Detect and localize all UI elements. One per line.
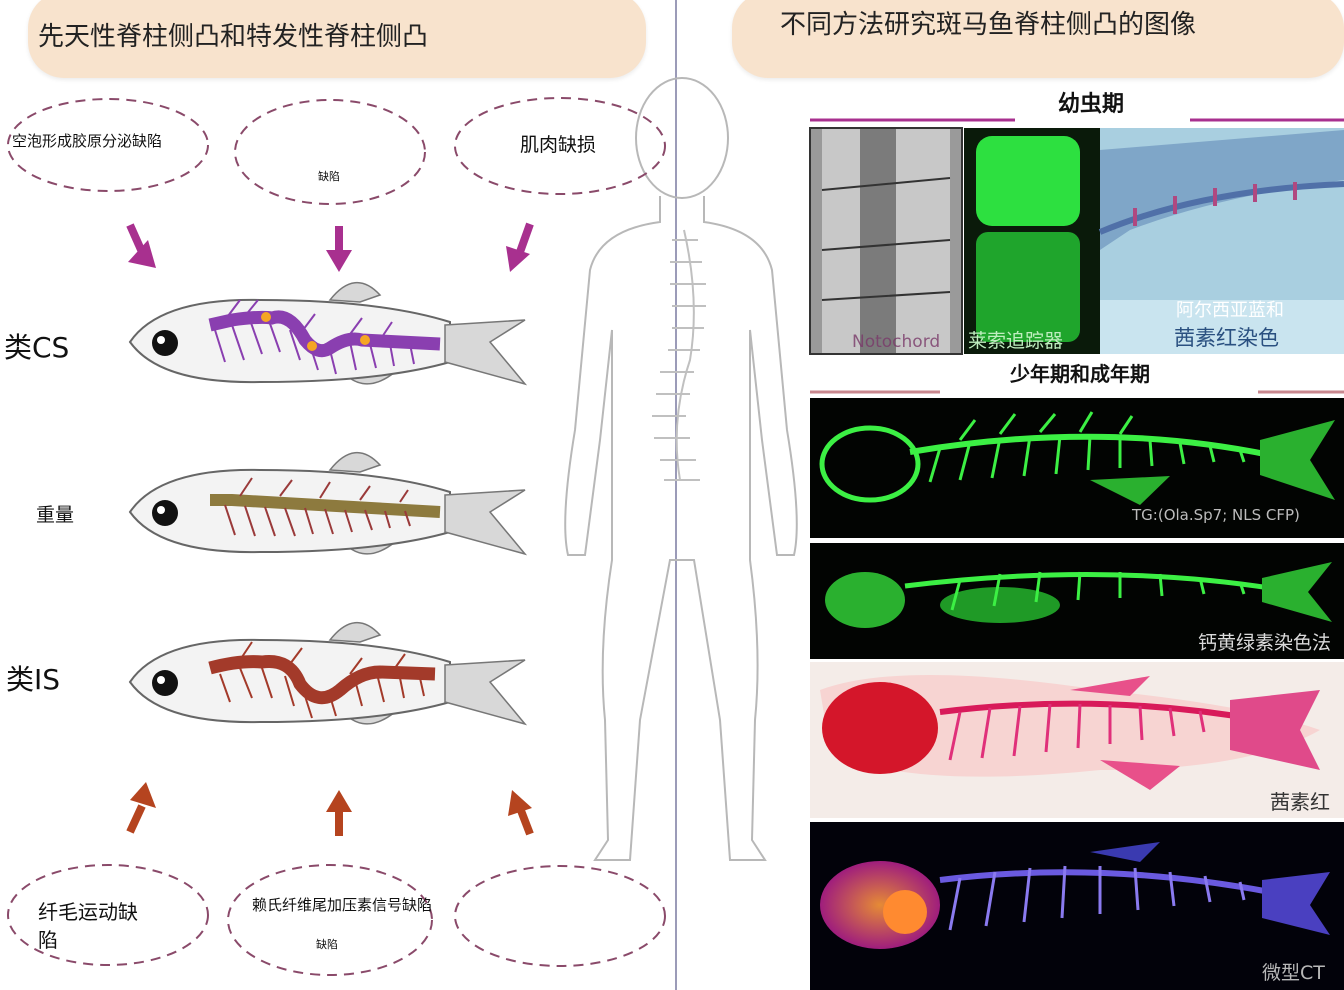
left-title: 先天性脊柱侧凸和特发性脊柱侧凸 — [38, 22, 429, 52]
fish-model-cs — [128, 281, 528, 386]
arrow-bottom-1 — [126, 782, 156, 834]
panel-alcian-alizarin — [1098, 128, 1344, 354]
cause-ellipse-6 — [454, 865, 666, 967]
panel-micro-ct — [810, 822, 1344, 990]
caption-micro-ct: 微型CT — [1262, 962, 1325, 984]
arrow-bottom-3 — [508, 790, 534, 836]
human-silhouette — [564, 77, 798, 861]
bottom-cause-1-line2: 陷 — [38, 928, 58, 952]
caption-transgenic: TG:(Ola.Sp7; NLS CFP) — [1132, 506, 1300, 524]
arrow-top-3 — [506, 222, 534, 272]
right-title: 不同方法研究斑马鱼脊柱侧凸的图像 — [780, 10, 1197, 40]
cause-label-3: 肌肉缺损 — [520, 134, 597, 156]
juvenile-heading: 少年期和成年期 — [1010, 362, 1150, 386]
arrow-top-2 — [326, 226, 352, 272]
spine-illustration — [652, 229, 706, 481]
fish-label-is: 类IS — [6, 663, 61, 696]
bottom-cause-1-line1: 纤毛运动缺 — [38, 900, 138, 924]
right-title-box: 不同方法研究斑马鱼脊柱侧凸的图像 — [732, 0, 1344, 78]
cause-ellipse-3 — [454, 97, 666, 195]
left-title-box: 先天性脊柱侧凸和特发性脊柱侧凸 — [28, 0, 646, 78]
panel-transgenic — [810, 398, 1344, 538]
cause-ellipse-5 — [227, 864, 433, 976]
cause-ellipse-1 — [7, 98, 209, 192]
panel-alizarin — [810, 662, 1344, 818]
arrow-bottom-2 — [326, 790, 352, 836]
larval-heading: 幼虫期 — [1058, 92, 1125, 117]
fish-model-weight — [128, 451, 528, 556]
cause-label-1: 空泡形成胶原分泌缺陷 — [12, 132, 163, 150]
panel-notochord — [809, 127, 963, 355]
cause-label-2: 缺陷 — [318, 170, 340, 183]
caption-alizarin: 茜素红 — [1270, 790, 1330, 814]
bottom-cause-2-line1: 赖氏纤维尾加压素信号缺陷 — [252, 896, 433, 914]
caption-lyso: 莱索追踪器 — [968, 330, 1064, 352]
panel-lyso-tracker — [964, 128, 1107, 354]
caption-alcian-1: 阿尔西亚蓝和 — [1176, 300, 1284, 321]
cause-ellipse-2 — [234, 99, 426, 205]
fish-label-weight: 重量 — [36, 504, 75, 526]
caption-notochord: Notochord — [852, 332, 941, 352]
panel-calcein — [810, 543, 1344, 659]
fish-label-cs: 类CS — [4, 331, 70, 364]
bottom-cause-2-line2: 缺陷 — [316, 938, 338, 951]
caption-alcian-2: 茜素红染色 — [1174, 326, 1279, 350]
caption-calcein: 钙黄绿素染色法 — [1198, 632, 1332, 654]
fish-model-is — [128, 621, 528, 726]
arrow-top-1 — [126, 223, 156, 268]
cause-ellipse-4 — [7, 864, 209, 966]
